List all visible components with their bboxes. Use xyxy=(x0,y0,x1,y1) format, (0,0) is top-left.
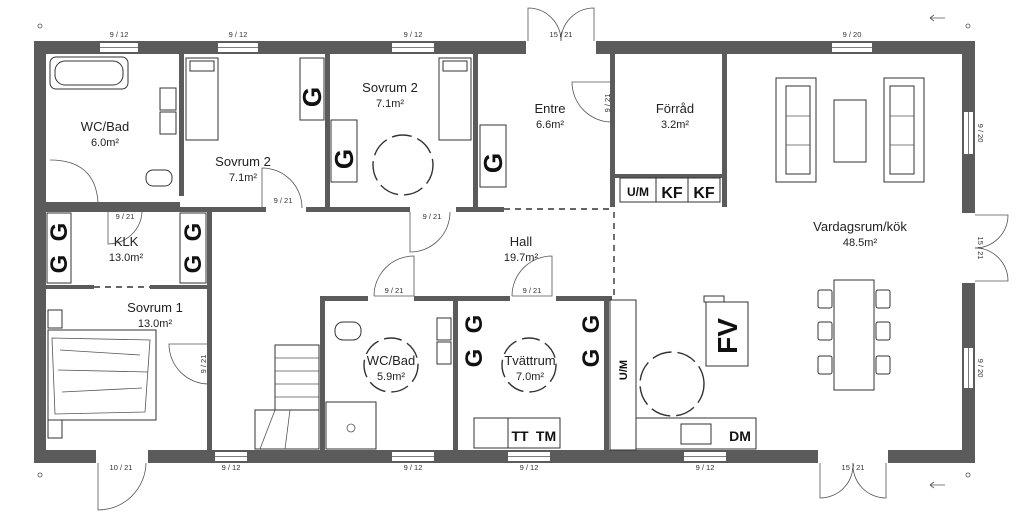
room-name: Entre xyxy=(534,101,565,116)
symbol-g: G xyxy=(329,149,359,169)
room-area: 6.0m² xyxy=(91,137,119,149)
dim-label: 9 / 21 xyxy=(274,196,293,205)
symbol-dm: DM xyxy=(729,428,751,444)
symbols: G G G G G G G G G G G U/M KF KF U/M FV T… xyxy=(46,87,751,444)
symbol-g: G xyxy=(180,223,207,242)
dim-label: 9 / 21 xyxy=(603,94,612,113)
dim-label: 9 / 12 xyxy=(520,463,539,472)
room-name: KLK xyxy=(114,234,139,249)
dim-label: 9 / 20 xyxy=(976,124,985,143)
symbol-fv: FV xyxy=(712,318,743,354)
room-area: 48.5m² xyxy=(843,237,878,249)
window-lines xyxy=(100,47,969,457)
dashed-partitions xyxy=(94,208,615,296)
symbol-g: G xyxy=(461,315,488,334)
room-name: WC/Bad xyxy=(81,119,129,134)
room-name: Tvättrum xyxy=(504,353,555,368)
symbol-g: G xyxy=(46,223,73,242)
symbol-kf: KF xyxy=(693,185,715,202)
dim-label: 9 / 12 xyxy=(110,30,129,39)
room-area: 3.2m² xyxy=(661,119,689,131)
room-name: Sovrum 1 xyxy=(127,300,183,315)
dim-label: 9 / 21 xyxy=(423,212,442,221)
symbol-g: G xyxy=(478,153,508,173)
dim-label: 9 / 12 xyxy=(222,463,241,472)
dim-label: 15 / 21 xyxy=(976,237,985,260)
room-labels: WC/Bad 6.0m² Sovrum 2 7.1m² Sovrum 2 7.1… xyxy=(81,80,908,383)
dim-label: 9 / 12 xyxy=(404,30,423,39)
symbol-g: G xyxy=(578,315,605,334)
dim-label: 9 / 21 xyxy=(523,286,542,295)
symbol-um: U/M xyxy=(618,360,630,380)
dim-label: 9 / 20 xyxy=(843,30,862,39)
dim-label: 9 / 12 xyxy=(229,30,248,39)
room-area: 13.0m² xyxy=(109,252,144,264)
dim-label: 9 / 21 xyxy=(116,212,135,221)
dim-label: 15 / 21 xyxy=(842,463,865,472)
room-name: Förråd xyxy=(656,101,694,116)
room-area: 7.1m² xyxy=(376,98,404,110)
inner-walls xyxy=(46,54,727,450)
dim-label: 9 / 21 xyxy=(199,355,208,374)
dim-label: 9 / 12 xyxy=(696,463,715,472)
symbol-tm: TM xyxy=(536,428,556,444)
door-swings xyxy=(97,7,1009,511)
furniture xyxy=(46,14,945,489)
corner-markers xyxy=(37,23,971,478)
dim-label: 9 / 20 xyxy=(976,359,985,378)
symbol-kf: KF xyxy=(661,185,683,202)
dim-label: 15 / 21 xyxy=(550,30,573,39)
dimension-labels: 9 / 12 9 / 12 9 / 12 15 / 21 9 / 20 9 / … xyxy=(110,30,985,472)
symbol-um: U/M xyxy=(627,185,649,199)
symbol-tt: TT xyxy=(511,428,529,444)
symbol-g: G xyxy=(297,87,327,107)
room-area: 7.1m² xyxy=(229,172,257,184)
dim-label: 9 / 21 xyxy=(385,286,404,295)
symbol-g: G xyxy=(578,349,605,368)
room-name: WC/Bad xyxy=(367,353,415,368)
room-name: Vardagsrum/kök xyxy=(813,219,907,234)
dim-label: 10 / 21 xyxy=(110,463,133,472)
room-name: Hall xyxy=(510,234,533,249)
symbol-g: G xyxy=(46,255,73,274)
symbol-g: G xyxy=(461,349,488,368)
room-area: 6.6m² xyxy=(536,119,564,131)
room-name: Sovrum 2 xyxy=(215,154,271,169)
dim-label: 9 / 12 xyxy=(404,463,423,472)
room-area: 19.7m² xyxy=(504,252,539,264)
room-name: Sovrum 2 xyxy=(362,80,418,95)
room-area: 7.0m² xyxy=(516,371,544,383)
symbol-g: G xyxy=(180,255,207,274)
room-area: 5.9m² xyxy=(377,371,405,383)
stairs xyxy=(254,344,320,450)
room-area: 13.0m² xyxy=(138,318,173,330)
